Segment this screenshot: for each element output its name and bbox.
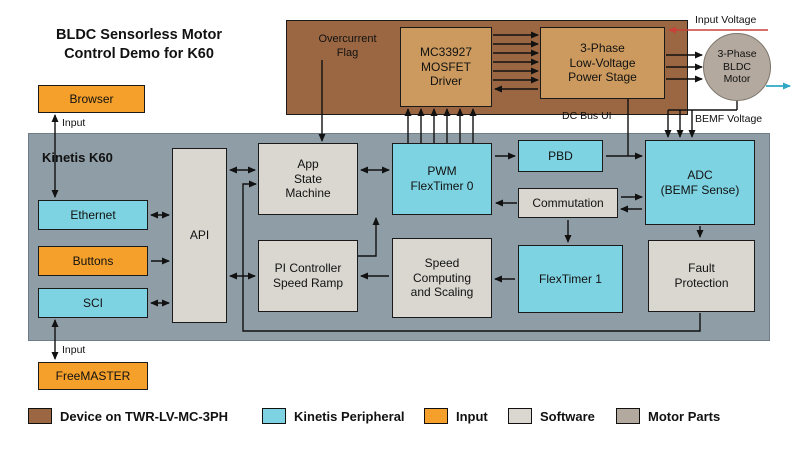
bemf-voltage-label: BEMF Voltage bbox=[695, 113, 763, 125]
legend-swatch-motor-parts bbox=[616, 408, 640, 424]
legend-swatch-device bbox=[28, 408, 52, 424]
commutation-box: Commutation bbox=[518, 188, 618, 218]
pi-controller-box: PI Controller Speed Ramp bbox=[258, 240, 358, 312]
legend-item-software: Software bbox=[508, 408, 595, 424]
buttons-box: Buttons bbox=[38, 246, 148, 276]
dc-bus-label: DC Bus UI bbox=[562, 110, 612, 122]
bldc-motor-circle: 3-Phase BLDC Motor bbox=[703, 33, 771, 101]
legend-label-input: Input bbox=[456, 408, 488, 424]
freemaster-box: FreeMASTER bbox=[38, 362, 148, 390]
legend-item-motor-parts: Motor Parts bbox=[616, 408, 720, 424]
power-stage-box: 3-Phase Low-Voltage Power Stage bbox=[540, 27, 665, 99]
legend-label-kinetis-peripheral: Kinetis Peripheral bbox=[294, 408, 405, 424]
mosfet-driver-box: MC33927 MOSFET Driver bbox=[400, 27, 492, 107]
input-voltage-label: Input Voltage bbox=[695, 14, 757, 26]
diagram-title: BLDC Sensorless Motor Control Demo for K… bbox=[56, 27, 222, 63]
legend-label-software: Software bbox=[540, 408, 595, 424]
input-label-bottom: Input bbox=[62, 344, 86, 356]
legend-label-device: Device on TWR-LV-MC-3PH bbox=[60, 408, 229, 424]
kinetis-k60-label: Kinetis K60 bbox=[42, 150, 113, 165]
legend-swatch-input bbox=[424, 408, 448, 424]
overcurrent-flag-label: Overcurrent Flag bbox=[318, 33, 377, 59]
api-box: API bbox=[172, 148, 227, 323]
legend-item-kinetis-peripheral: Kinetis Peripheral bbox=[262, 408, 405, 424]
browser-box: Browser bbox=[38, 85, 145, 113]
legend-item-input: Input bbox=[424, 408, 488, 424]
legend-swatch-software bbox=[508, 408, 532, 424]
legend-label-motor-parts: Motor Parts bbox=[648, 408, 721, 424]
app-state-machine-box: App State Machine bbox=[258, 143, 358, 215]
fault-protection-box: Fault Protection bbox=[648, 240, 755, 312]
legend-item-device: Device on TWR-LV-MC-3PH bbox=[28, 408, 228, 424]
flextimer1-box: FlexTimer 1 bbox=[518, 245, 623, 313]
speed-computing-box: Speed Computing and Scaling bbox=[392, 238, 492, 318]
pbd-box: PBD bbox=[518, 140, 603, 172]
input-label-top: Input bbox=[62, 117, 86, 129]
ethernet-box: Ethernet bbox=[38, 200, 148, 230]
adc-bemf-sense-box: ADC (BEMF Sense) bbox=[645, 140, 755, 225]
pwm-flextimer0-box: PWM FlexTimer 0 bbox=[392, 143, 492, 215]
legend-swatch-kinetis-peripheral bbox=[262, 408, 286, 424]
sci-box: SCI bbox=[38, 288, 148, 318]
